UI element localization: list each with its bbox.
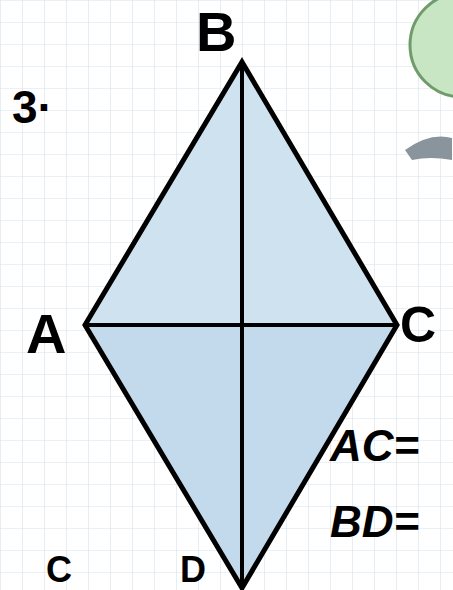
green-circle <box>410 0 453 97</box>
diagonal-ac <box>85 323 397 327</box>
vertex-label: B <box>196 4 236 60</box>
length-label: AC= <box>330 424 419 468</box>
vertex-label: D <box>180 552 206 588</box>
problem-number: 3· <box>12 84 53 130</box>
grey-pen <box>405 137 452 161</box>
vertex-label: C <box>400 300 436 350</box>
vertex-label: C <box>46 552 72 588</box>
vertex-label: A <box>26 306 66 362</box>
length-label: BD= <box>330 500 419 544</box>
